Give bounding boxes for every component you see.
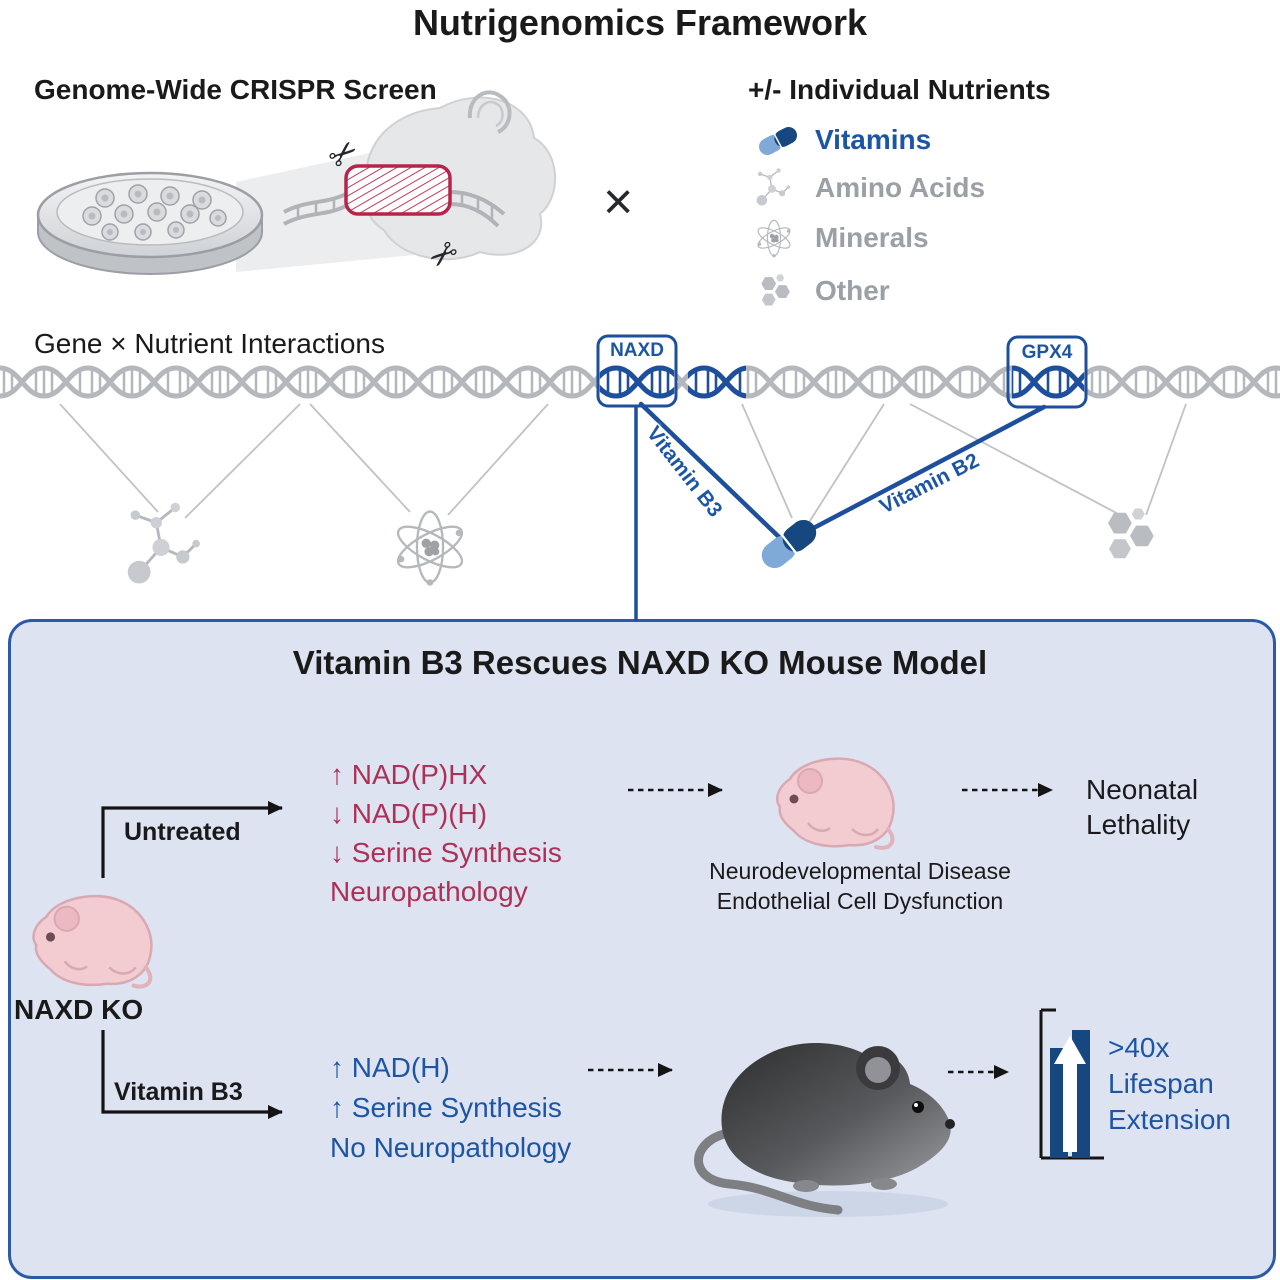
molecule-icon — [126, 501, 202, 585]
gene-nutrient-links — [59, 403, 1187, 525]
pill-icon — [755, 513, 823, 575]
effect-line: No Neuropathology — [330, 1132, 572, 1163]
molecule-icon — [755, 167, 791, 207]
genome-helix — [0, 360, 1280, 404]
phenotype-line: Neurodevelopmental Disease — [709, 858, 1011, 884]
panel-title: Vitamin B3 Rescues NAXD KO Mouse Model — [292, 644, 988, 681]
effect-line: ↑ Serine Synthesis — [330, 1092, 562, 1123]
gene-label-gpx4: GPX4 — [1021, 342, 1073, 363]
naxd-gene-segment — [600, 360, 674, 404]
subject-label: NAXD KO — [14, 994, 144, 1025]
blue-gene-segment — [688, 360, 746, 404]
effect-line: ↑ NAD(H) — [330, 1052, 450, 1083]
outcome-line: Neonatal — [1086, 774, 1199, 805]
petri-dish-icon — [36, 171, 264, 275]
scissors-icon: ✂ — [320, 130, 368, 179]
cross-symbol: × — [603, 173, 634, 231]
results-panel — [8, 619, 1276, 1279]
vitamin-b2-edge — [803, 404, 1047, 535]
effect-line: ↓ NAD(P)(H) — [330, 798, 488, 829]
crispr-heading: Genome-Wide CRISPR Screen — [34, 74, 437, 105]
crispr-dna-icon: ✂ ✂ — [283, 90, 557, 278]
atom-icon — [754, 219, 794, 258]
gpx4-gene-segment — [1012, 360, 1084, 404]
zoom-projection-wedge — [236, 140, 510, 272]
atom-icon — [391, 510, 469, 587]
nutrient-item-amino-acids: Amino Acids — [815, 172, 986, 203]
outcome-line: Extension — [1108, 1104, 1231, 1135]
effect-line: ↑ NAD(P)HX — [330, 759, 488, 790]
cell-nuclei — [88, 190, 221, 235]
outcome-line: Lifespan — [1108, 1068, 1214, 1099]
edge-label-vitamin-b2: Vitamin B2 — [876, 448, 983, 519]
untreated-outcome: Neonatal Lethality — [1086, 772, 1198, 842]
guide-rna-hairpin — [467, 90, 512, 134]
dna-strands — [283, 190, 506, 228]
outcome-line: Lethality — [1086, 809, 1191, 840]
cell-colonies — [82, 184, 227, 241]
pill-icon — [755, 123, 801, 159]
untreated-effects: ↑ NAD(P)HX ↓ NAD(P)(H) ↓ Serine Synthesi… — [330, 755, 562, 911]
outcome-line: >40x — [1108, 1032, 1170, 1063]
hexagons-icon — [761, 274, 790, 306]
untreated-phenotype: Neurodevelopmental Disease Endothelial C… — [670, 856, 1050, 916]
edge-label-vitamin-b3: Vitamin B3 — [641, 422, 727, 522]
hexagons-icon — [1108, 508, 1154, 559]
treated-arm-label: Vitamin B3 — [114, 1078, 243, 1106]
effect-line: Neuropathology — [330, 876, 528, 907]
gene-label-naxd: NAXD — [610, 340, 664, 361]
vitamin-edges — [638, 401, 1047, 540]
nutrients-heading: +/- Individual Nutrients — [748, 74, 1051, 105]
phenotype-line: Endothelial Cell Dysfunction — [716, 888, 1004, 914]
nutrient-item-minerals: Minerals — [815, 222, 929, 253]
untreated-arm-label: Untreated — [124, 818, 241, 846]
treated-outcome: >40x Lifespan Extension — [1108, 1030, 1231, 1138]
scissors-icon: ✂ — [418, 229, 466, 278]
interactions-heading: Gene × Nutrient Interactions — [34, 328, 385, 359]
figure-title: Nutrigenomics Framework — [412, 2, 868, 43]
nutrient-item-other: Other — [815, 275, 890, 306]
nutrient-item-vitamins: Vitamins — [815, 124, 932, 155]
treated-effects: ↑ NAD(H) ↑ Serine Synthesis No Neuropath… — [330, 1048, 571, 1168]
effect-line: ↓ Serine Synthesis — [330, 837, 562, 868]
target-dna-segment — [344, 164, 452, 216]
